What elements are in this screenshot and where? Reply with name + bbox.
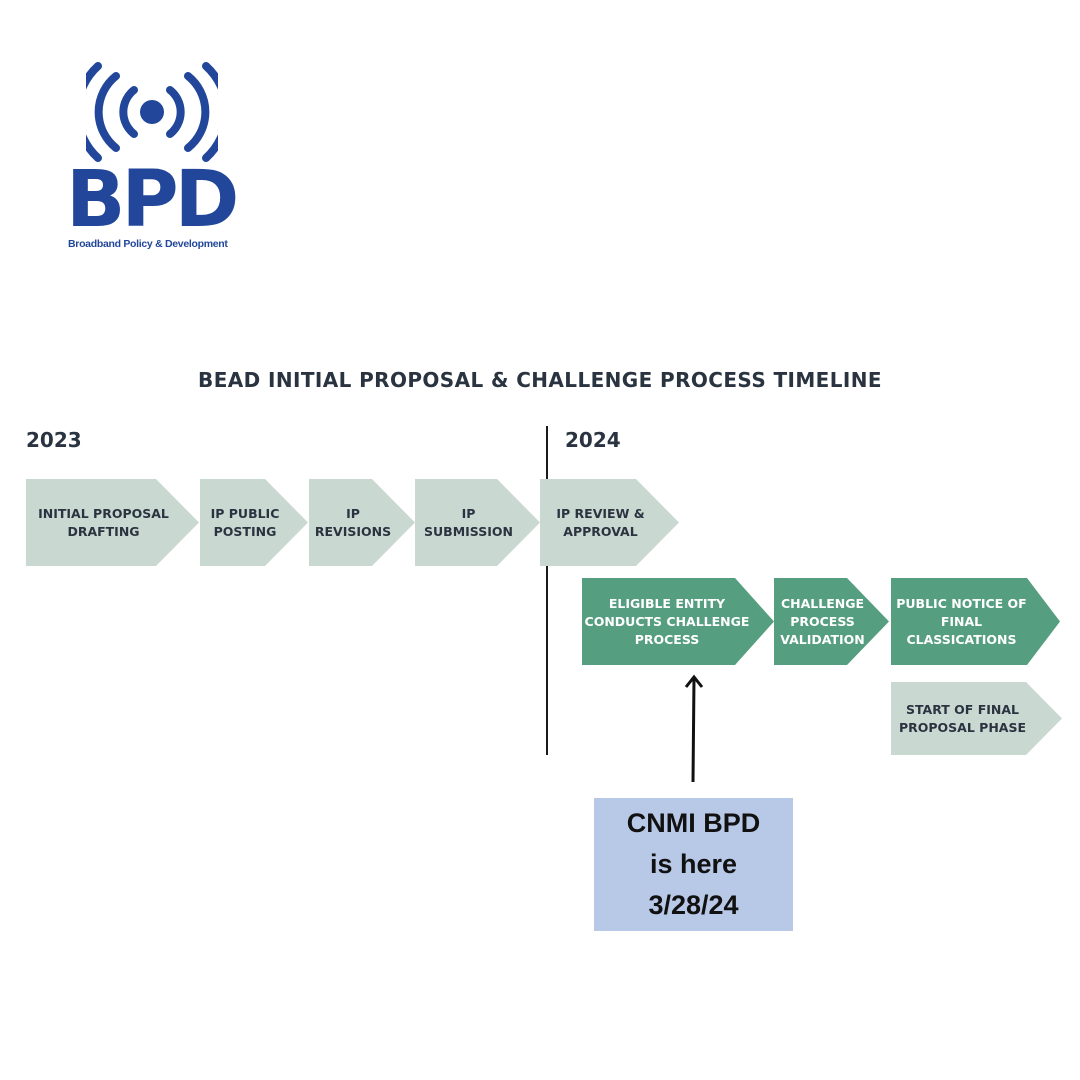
step-eligible-entity-challenge-process: ELIGIBLE ENTITY CONDUCTS CHALLENGE PROCE… [582,578,774,665]
broadcast-signal-icon [86,62,218,162]
step-ip-public-posting: IP PUBLIC POSTING [200,479,308,566]
arrow-up-icon [684,674,704,783]
callout-line-date: 3/28/24 [648,890,739,920]
step-ip-revisions: IP REVISIONS [309,479,415,566]
step-public-notice-final-classifications: PUBLIC NOTICE OF FINAL CLASSICATIONS [891,578,1060,665]
callout-line-org: CNMI BPD [626,808,761,838]
bpd-logo: BPD Broadband Policy & Development [66,62,239,252]
step-ip-submission: IP SUBMISSION [415,479,540,566]
year-label-2024: 2024 [565,428,621,452]
step-challenge-process-validation: CHALLENGE PROCESS VALIDATION [774,578,889,665]
logo-tagline: Broadband Policy & Development [68,238,228,250]
logo-wordmark: BPD [66,155,239,245]
year-divider [546,426,548,755]
callout-line-here: is here [649,849,738,879]
step-initial-proposal-drafting: INITIAL PROPOSAL DRAFTING [26,479,199,566]
current-status-callout: CNMI BPD is here 3/28/24 [594,798,793,931]
step-start-final-proposal-phase: START OF FINAL PROPOSAL PHASE [891,682,1062,755]
year-label-2023: 2023 [26,428,82,452]
timeline-title: BEAD INITIAL PROPOSAL & CHALLENGE PROCES… [198,368,882,392]
step-ip-review-approval: IP REVIEW & APPROVAL [540,479,679,566]
